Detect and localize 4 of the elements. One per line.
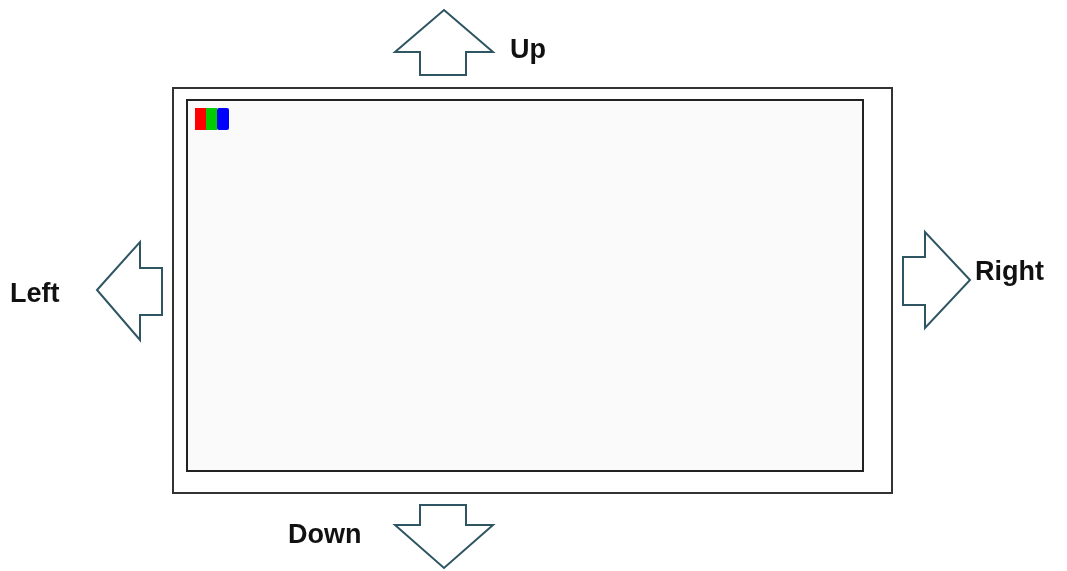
direction-label: Up <box>510 36 546 63</box>
direction-label: Left <box>10 280 60 307</box>
direction-label: Down <box>288 521 362 548</box>
direction-label: Right <box>975 258 1044 285</box>
